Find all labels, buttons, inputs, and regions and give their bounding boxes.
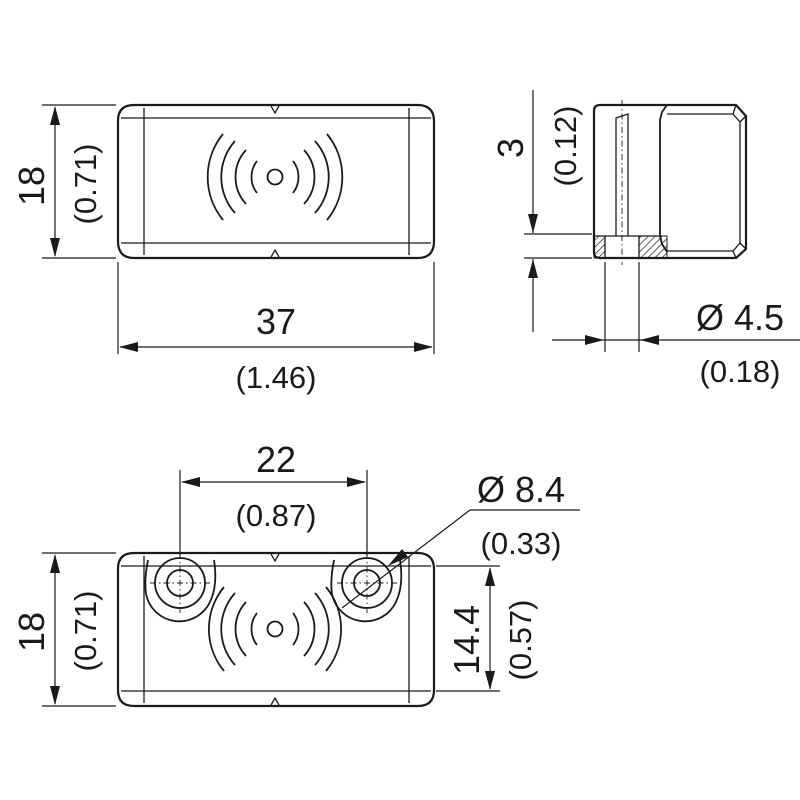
counterbore-leader-arrow — [388, 549, 408, 566]
side-offset-arrow-down — [528, 214, 538, 233]
rfid-wave-right-4 — [325, 586, 342, 672]
rfid-wave-left-1 — [250, 160, 258, 194]
right-mounting-hole — [330, 553, 403, 623]
top-view-body — [116, 103, 436, 260]
bottom-view: 18 (0.71) 22 (0.87) Ø 8.4 (0.33) 14.4 (0… — [11, 439, 580, 708]
rfid-wave-left-3 — [220, 140, 236, 214]
rfid-wave-left-4 — [208, 586, 225, 672]
bottom-height-arrow-up — [50, 554, 60, 573]
side-view-section-hatch-right — [638, 235, 668, 259]
rfid-wave-icon — [206, 133, 344, 221]
side-hole-in-label: (0.18) — [700, 354, 781, 389]
side-offset-mm-label: 3 — [490, 138, 531, 158]
side-offset-arrow-up — [528, 259, 538, 278]
side-view-inner-frame — [667, 113, 741, 252]
rfid-wave-right-4 — [326, 133, 344, 221]
top-height-arrow-up — [50, 106, 60, 125]
bottom-inner-mm-label: 14.4 — [446, 605, 487, 675]
top-view-notch-top — [270, 105, 280, 115]
bottom-height-in-label: (0.71) — [68, 591, 103, 672]
right-hole-boss — [330, 559, 403, 623]
counterbore-leader-line — [341, 509, 471, 609]
side-view-hole-slot — [615, 113, 629, 236]
rfid-wave-icon — [208, 586, 342, 672]
rfid-wave-center — [266, 168, 284, 186]
bottom-inner-in-label: (0.57) — [503, 600, 538, 681]
top-view-notch-bottom — [270, 248, 280, 258]
rfid-wave-right-3 — [314, 140, 330, 214]
rfid-wave-left-1 — [250, 612, 258, 646]
top-height-in-label: (0.71) — [68, 144, 103, 225]
rfid-wave-right-1 — [292, 160, 300, 194]
side-view-section-hatch-left — [593, 235, 606, 259]
bottom-inner-arrow-up — [485, 567, 495, 586]
side-hole-arrow-right — [640, 335, 659, 345]
bottom-pitch-arrow-left — [181, 477, 200, 487]
top-width-in-label: (1.46) — [236, 360, 317, 395]
rfid-wave-left-2 — [234, 149, 247, 205]
counterbore-in-label: (0.33) — [481, 526, 562, 561]
bottom-pitch-arrow-right — [347, 477, 366, 487]
bottom-view-notch-top — [270, 553, 280, 563]
bottom-inner-arrow-down — [485, 671, 495, 690]
side-offset-in-label: (0.12) — [548, 106, 583, 187]
rfid-wave-left-2 — [234, 601, 247, 657]
bottom-height-arrow-down — [50, 686, 60, 705]
top-width-arrow-left — [119, 342, 138, 352]
top-width-mm-label: 37 — [256, 301, 296, 342]
rfid-wave-left-3 — [220, 592, 236, 666]
side-hole-arrow-left — [585, 335, 604, 345]
side-view-body — [592, 103, 748, 260]
counterbore-mm-label: Ø 8.4 — [477, 469, 565, 510]
bottom-pitch-in-label: (0.87) — [236, 498, 317, 533]
bottom-pitch-mm-label: 22 — [256, 439, 296, 480]
rfid-wave-right-2 — [303, 601, 316, 657]
bottom-view-notch-bottom — [270, 696, 280, 706]
left-mounting-hole — [144, 553, 217, 623]
side-view-bevel-lines — [732, 104, 747, 259]
rfid-wave-right-2 — [303, 149, 316, 205]
rfid-wave-center — [266, 620, 284, 638]
rfid-wave-left-4 — [206, 133, 224, 221]
left-hole-boss — [144, 559, 217, 623]
rfid-wave-right-3 — [314, 592, 330, 666]
top-width-arrow-right — [414, 342, 433, 352]
side-hole-mm-label: Ø 4.5 — [696, 297, 784, 338]
top-height-mm-label: 18 — [11, 166, 52, 206]
top-view: 18 (0.71) 37 (1.46) — [11, 103, 436, 395]
rfid-wave-right-1 — [292, 612, 300, 646]
top-height-arrow-down — [50, 238, 60, 257]
bottom-height-mm-label: 18 — [11, 612, 52, 652]
bottom-view-body — [116, 551, 436, 708]
side-view: 3 (0.12) Ø 4.5 (0.18) — [490, 90, 800, 389]
